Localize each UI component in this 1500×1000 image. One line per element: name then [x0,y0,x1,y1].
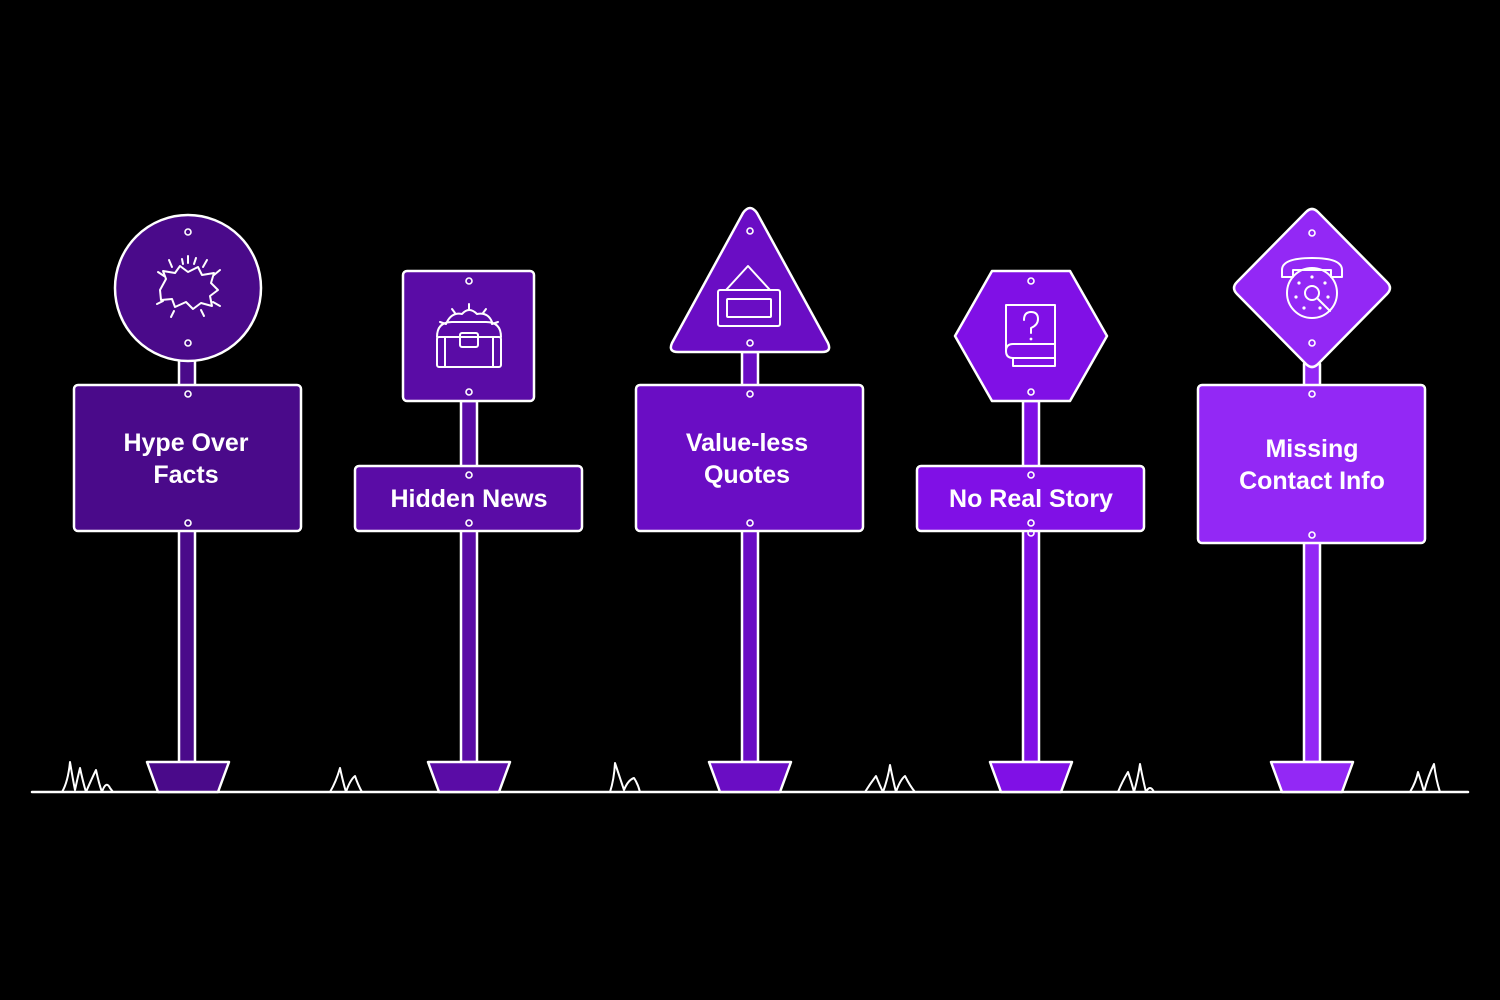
sign-hidden-news [353,269,584,794]
bolt [1027,529,1035,537]
sign-missing-contact-info [1196,207,1427,794]
triangle-sign [669,206,831,354]
bolt [465,277,473,285]
bolt [1308,390,1316,398]
post [459,399,479,764]
hexagon-sign [953,269,1109,403]
bolt [465,388,473,396]
label-board [634,383,865,533]
label-missing-contact-info-line-2: Contact Info [1239,467,1385,495]
bolt [1308,229,1316,237]
explosion-icon [156,255,221,318]
label-board [353,464,584,533]
bolt [184,228,192,236]
bolt [1308,339,1316,347]
diamond-sign [1232,207,1392,369]
post-base [707,760,793,794]
label-value-less-quotes-line-2: Quotes [704,461,790,489]
bolt [746,390,754,398]
telephone-icon [1281,257,1343,319]
label-hidden-news: Hidden News [391,485,548,513]
post [1021,399,1041,764]
label-board [1196,383,1427,545]
bolt [1308,531,1316,539]
bolt [465,519,473,527]
bolt [184,390,192,398]
sign-no-real-story [915,269,1146,794]
bolt [1027,388,1035,396]
bolt [1027,471,1035,479]
grass-tufts [61,761,1441,793]
bolt [184,519,192,527]
hanging-sign-icon [717,265,781,327]
bolt [1027,519,1035,527]
bolt [746,339,754,347]
label-missing-contact-info-line-1: Missing [1265,435,1358,463]
post-base [426,760,512,794]
label-no-real-story: No Real Story [949,485,1113,513]
label-hype-over-facts-line-1: Hype Over [123,429,248,457]
sign-value-less-quotes [634,206,865,794]
bolt [184,339,192,347]
treasure-chest-icon [436,303,502,368]
post-base [145,760,231,794]
bolt [1027,277,1035,285]
label-board [72,383,303,533]
label-value-less-quotes-line-1: Value-less [686,429,808,457]
label-board [915,464,1146,533]
bolt [746,227,754,235]
bolt [746,519,754,527]
label-hype-over-facts-line-2: Facts [153,461,218,489]
post-base [1269,760,1355,794]
circle-sign [113,213,263,363]
post-base [988,760,1074,794]
sign-hype-over-facts [72,213,303,794]
bolt [465,471,473,479]
question-book-icon [1005,304,1056,367]
